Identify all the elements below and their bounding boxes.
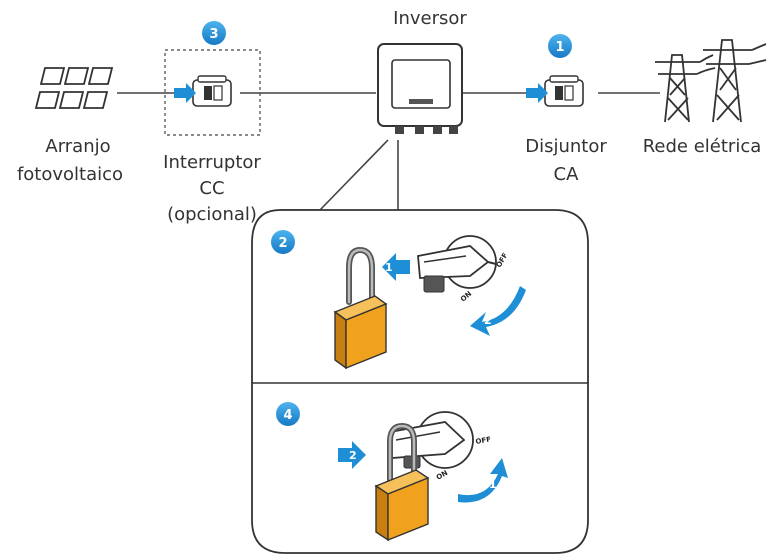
ac-breaker-push-arrow [526, 83, 548, 103]
dc-switch-label-line3: (opcional) [167, 204, 257, 225]
inverter-icon [377, 43, 463, 134]
pv-array-icon [34, 67, 114, 109]
pv-array-label-line1: Arranjo [45, 136, 110, 157]
step2-rotate-arrow-number: 2 [484, 314, 492, 327]
grid-tower-icon [655, 39, 767, 123]
badge-step-relock-number: 4 [283, 408, 292, 423]
ac-breaker-icon [544, 75, 584, 107]
grid-label: Rede elétrica [643, 136, 762, 157]
padlock-locked-icon [374, 422, 430, 542]
step2-rotate-arrow [470, 286, 526, 336]
dc-switch-label-line2: CC [199, 178, 224, 199]
step4-push-arrow-number: 2 [349, 449, 357, 462]
step4-rotate-arrow-number: 1 [489, 478, 497, 491]
badge-dc-switch: 3 [202, 21, 226, 45]
step4-rotate-arrow [458, 458, 508, 503]
padlock-icon [333, 246, 388, 370]
step2-push-arrow-number: 1 [385, 261, 393, 274]
badge-step-relock: 4 [276, 402, 300, 426]
badge-step-lock: 2 [271, 230, 295, 254]
dc-rotary-switch-icon [417, 235, 497, 293]
dc-switch-push-arrow [174, 83, 196, 103]
inverter-label: Inversor [393, 8, 467, 29]
step4-push-arrow [338, 441, 366, 469]
badge-dc-switch-number: 3 [209, 27, 218, 42]
dc-switch-icon [192, 75, 232, 107]
pv-array-label-line2: fotovoltaico [17, 164, 123, 185]
step2-push-arrow [382, 253, 410, 281]
badge-ac-breaker: 1 [548, 34, 572, 58]
step4-off-mark: OFF [475, 435, 492, 446]
badge-step-lock-number: 2 [278, 236, 287, 251]
dc-switch-label-line1: Interruptor [163, 152, 261, 173]
ac-breaker-label-line2: CA [554, 164, 580, 185]
ac-breaker-label-line1: Disjuntor [525, 136, 607, 157]
badge-ac-breaker-number: 1 [555, 40, 564, 55]
